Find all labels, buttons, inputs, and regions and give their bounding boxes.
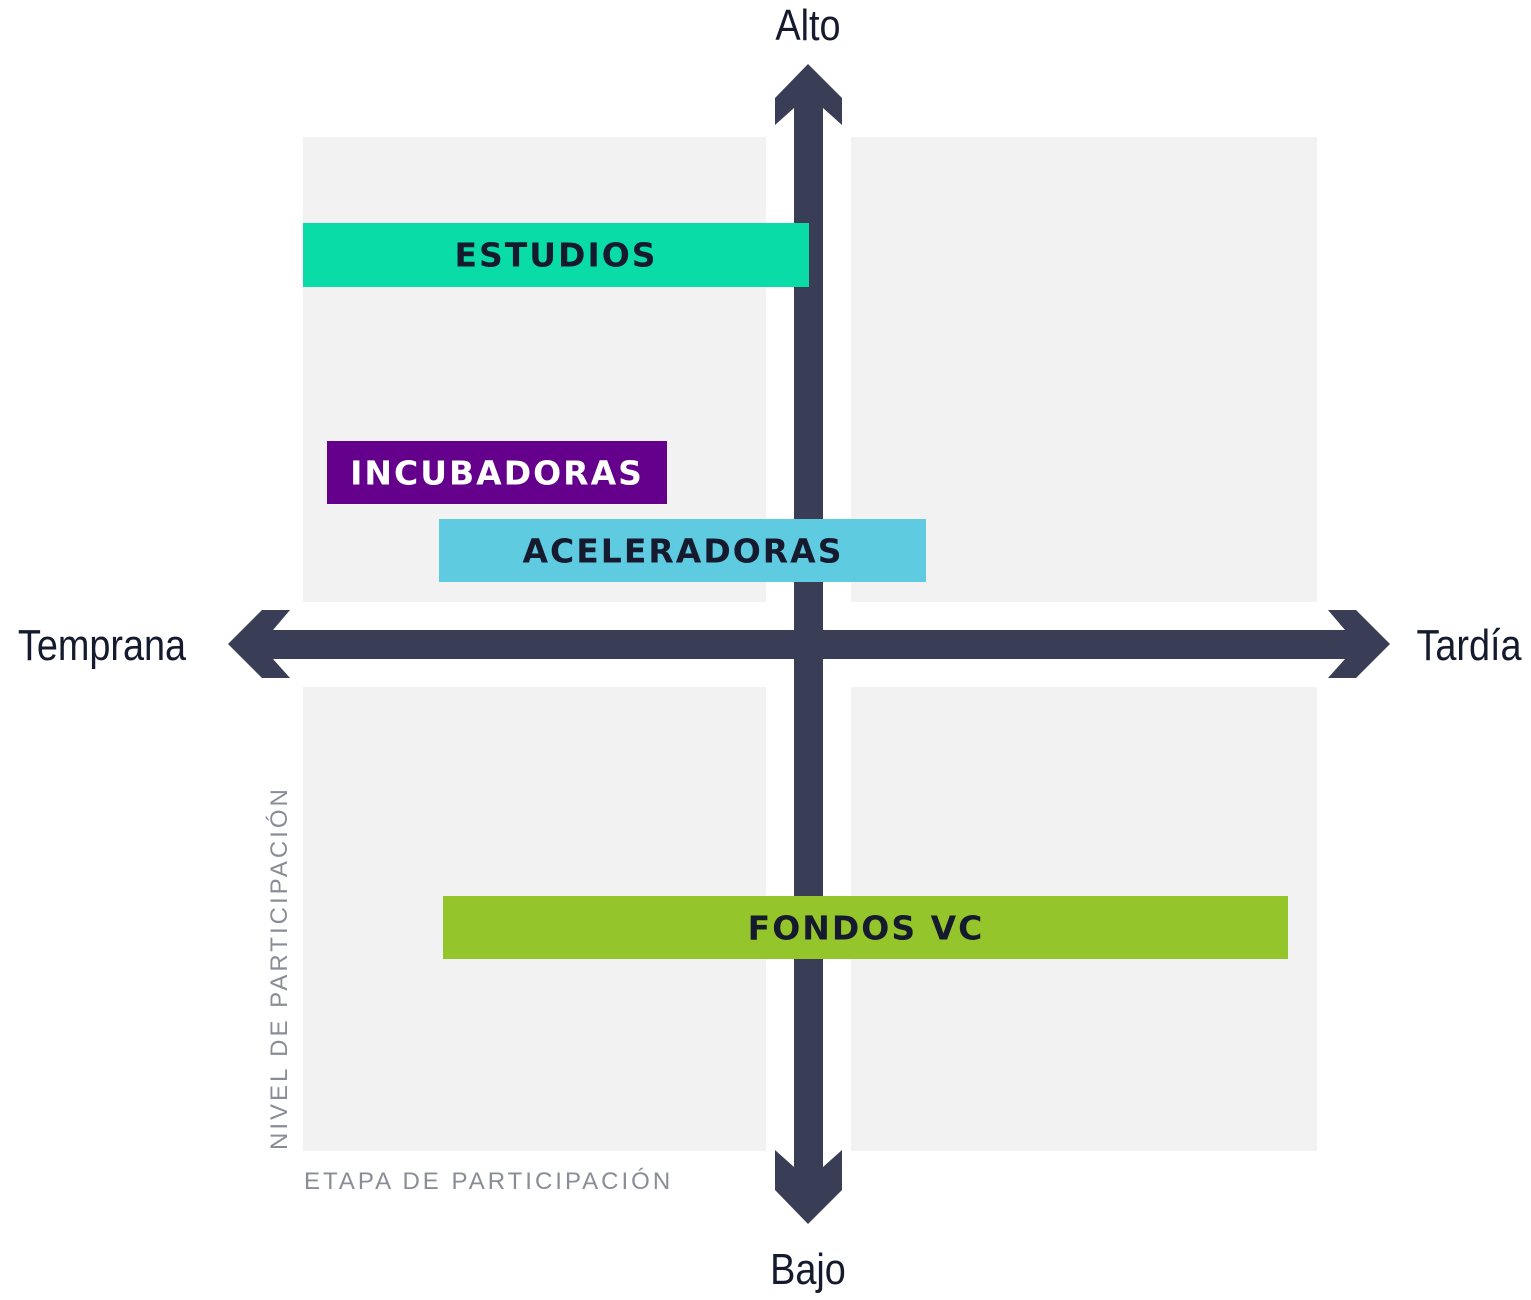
horizontal-axis-arrow [228, 610, 1390, 678]
label-aceleradoras: ACELERADORAS [523, 532, 844, 571]
quadrant-top-right [851, 137, 1317, 602]
label-estudios: ESTUDIOS [454, 236, 657, 275]
label-incubadoras: INCUBADORAS [350, 454, 644, 493]
axis-label-high: Alto [775, 0, 840, 49]
axis-label-early: Temprana [18, 620, 186, 669]
bar-estudios [303, 223, 809, 287]
bar-fondos-vc [443, 896, 1288, 959]
axis-label-late: Tardía [1416, 620, 1521, 669]
horizontal-axis-caption: ETAPA DE PARTICIPACIÓN [304, 1168, 673, 1195]
bar-aceleradoras [439, 519, 926, 582]
label-fondos-vc: FONDOS VC [748, 909, 985, 948]
bar-incubadoras [327, 441, 667, 504]
vertical-axis-caption: NIVEL DE PARTICIPACIÓN [266, 786, 293, 1150]
axis-label-low: Bajo [770, 1244, 846, 1293]
